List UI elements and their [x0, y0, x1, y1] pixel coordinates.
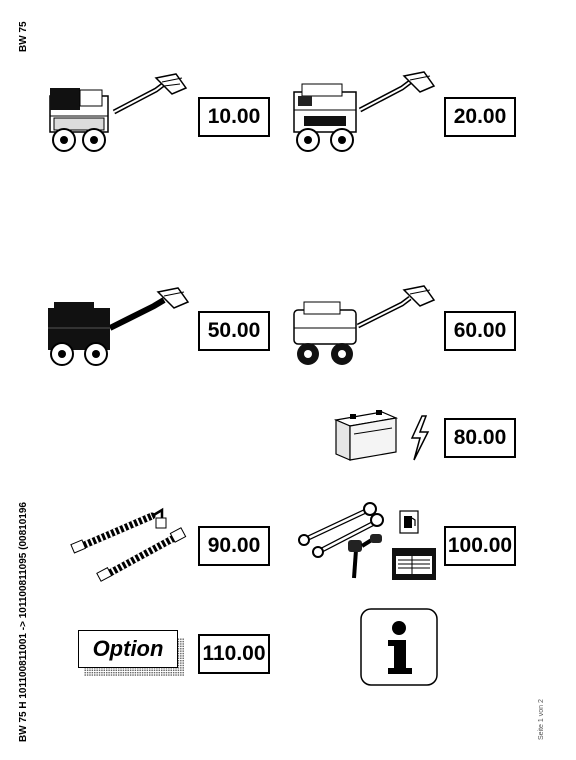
- section-10-label[interactable]: 10.00: [198, 97, 270, 137]
- option-badge[interactable]: Option: [78, 630, 186, 676]
- serial-range: BW 75 H 101100811001 -> 101100811095 (00…: [18, 502, 29, 742]
- battery-icon[interactable]: [332, 406, 400, 462]
- section-100-label[interactable]: 100.00: [444, 526, 516, 566]
- section-90-label[interactable]: 90.00: [198, 526, 270, 566]
- key-icon[interactable]: [344, 532, 384, 582]
- decal-plate-icon: [392, 548, 436, 580]
- info-icon[interactable]: [360, 608, 438, 686]
- section-110-label[interactable]: 110.00: [198, 634, 270, 674]
- section-20-label[interactable]: 20.00: [444, 97, 516, 137]
- option-label: Option: [78, 630, 178, 668]
- roller-chassis-icon[interactable]: [290, 284, 440, 366]
- fuel-icon: [399, 510, 419, 534]
- section-80-label[interactable]: 80.00: [444, 418, 516, 458]
- lightning-icon: [410, 415, 430, 461]
- roller-drum-icon[interactable]: [290, 70, 440, 152]
- hydraulic-hose-icon[interactable]: [70, 500, 190, 582]
- wrench-icon[interactable]: [298, 500, 384, 560]
- section-50-label[interactable]: 50.00: [198, 311, 270, 351]
- model-code: BW 75: [18, 21, 29, 52]
- roller-engine-icon[interactable]: [44, 70, 194, 152]
- section-60-label[interactable]: 60.00: [444, 311, 516, 351]
- page-label: Seite 1 von 2: [538, 699, 545, 740]
- roller-hood-icon[interactable]: [44, 284, 194, 366]
